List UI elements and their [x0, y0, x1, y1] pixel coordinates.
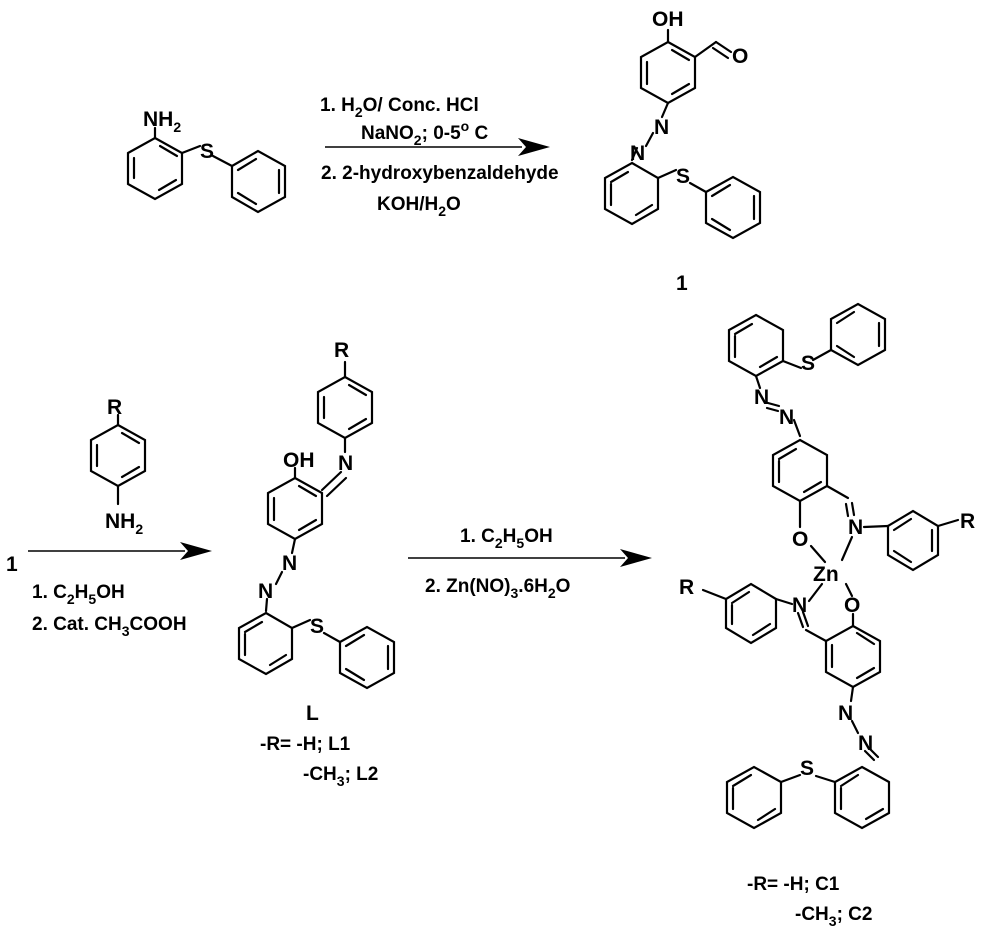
sulfur-atom: S: [200, 140, 214, 163]
complex-structure: [701, 302, 960, 830]
ligand-azo-n1: N: [282, 552, 297, 575]
ligand-definition-2: -CH3; L2: [303, 764, 378, 789]
compound-1-azo-n1: N: [654, 116, 669, 139]
complex-bottom-azo-n1: N: [838, 702, 853, 725]
complex-top-azo-n2: N: [779, 406, 794, 429]
starting-material-structure: [126, 126, 287, 214]
complex-oxygen-top: O: [792, 528, 808, 551]
ligand-hydroxyl: OH: [283, 449, 315, 472]
complex-definition-2: -CH3; C2: [795, 904, 872, 929]
complex-imine-n-right: N: [848, 516, 863, 539]
zinc-center: Zn: [813, 563, 839, 586]
compound-1-sulfur: S: [676, 165, 690, 188]
compound-1-azo-n2: N: [630, 142, 645, 165]
step1-condition-4: KOH/H2O: [377, 194, 461, 219]
step3-arrow: [408, 549, 652, 567]
complex-oxygen-bottom: O: [844, 594, 860, 617]
step1-condition-1: 1. H2O/ Conc. HCl: [320, 95, 479, 120]
complex-top-sulfur: S: [801, 352, 815, 375]
step2-start-label: 1: [6, 553, 18, 576]
ligand-sulfur: S: [310, 615, 324, 638]
complex-top-azo-n1: N: [754, 386, 769, 409]
step1-condition-3: 2. 2-hydroxybenzaldehyde: [321, 163, 559, 184]
complex-bottom-sulfur: S: [800, 757, 814, 780]
compound-1-aldehyde-oxygen: O: [732, 45, 748, 68]
complex-definition-1: -R= -H; C1: [747, 874, 840, 895]
ligand-label: L: [306, 702, 319, 725]
step3-condition-1: 1. C2H5OH: [460, 526, 553, 551]
ligand-azo-n2: N: [258, 580, 273, 603]
complex-imine-n-left: N: [792, 594, 807, 617]
complex-bottom-azo-n2: N: [858, 732, 873, 755]
ligand-definition-1: -R= -H; L1: [260, 734, 351, 755]
compound-1-label: 1: [676, 272, 688, 295]
aniline-r-group: R: [107, 396, 122, 419]
ligand-structure: [237, 360, 396, 690]
step3-condition-2: 2. Zn(NO)3.6H2O: [425, 576, 570, 601]
step2-arrow: [28, 542, 212, 560]
aniline-reagent-structure: [89, 413, 147, 506]
step1-condition-2: NaNO2; 0-5o C: [361, 118, 489, 148]
ligand-imine-n: N: [338, 452, 353, 475]
complex-r-group-left: R: [679, 576, 694, 599]
ligand-r-group: R: [334, 339, 349, 362]
step2-condition-1: 1. C2H5OH: [32, 582, 125, 607]
step2-condition-2: 2. Cat. CH3COOH: [32, 614, 187, 639]
complex-r-group-right: R: [960, 510, 975, 533]
compound-1-hydroxyl: OH: [652, 8, 684, 31]
aniline-amine: NH2: [105, 510, 143, 537]
amine-group: NH2: [143, 108, 181, 135]
compound-1-structure: [603, 28, 762, 240]
step1-arrow: [325, 138, 550, 156]
